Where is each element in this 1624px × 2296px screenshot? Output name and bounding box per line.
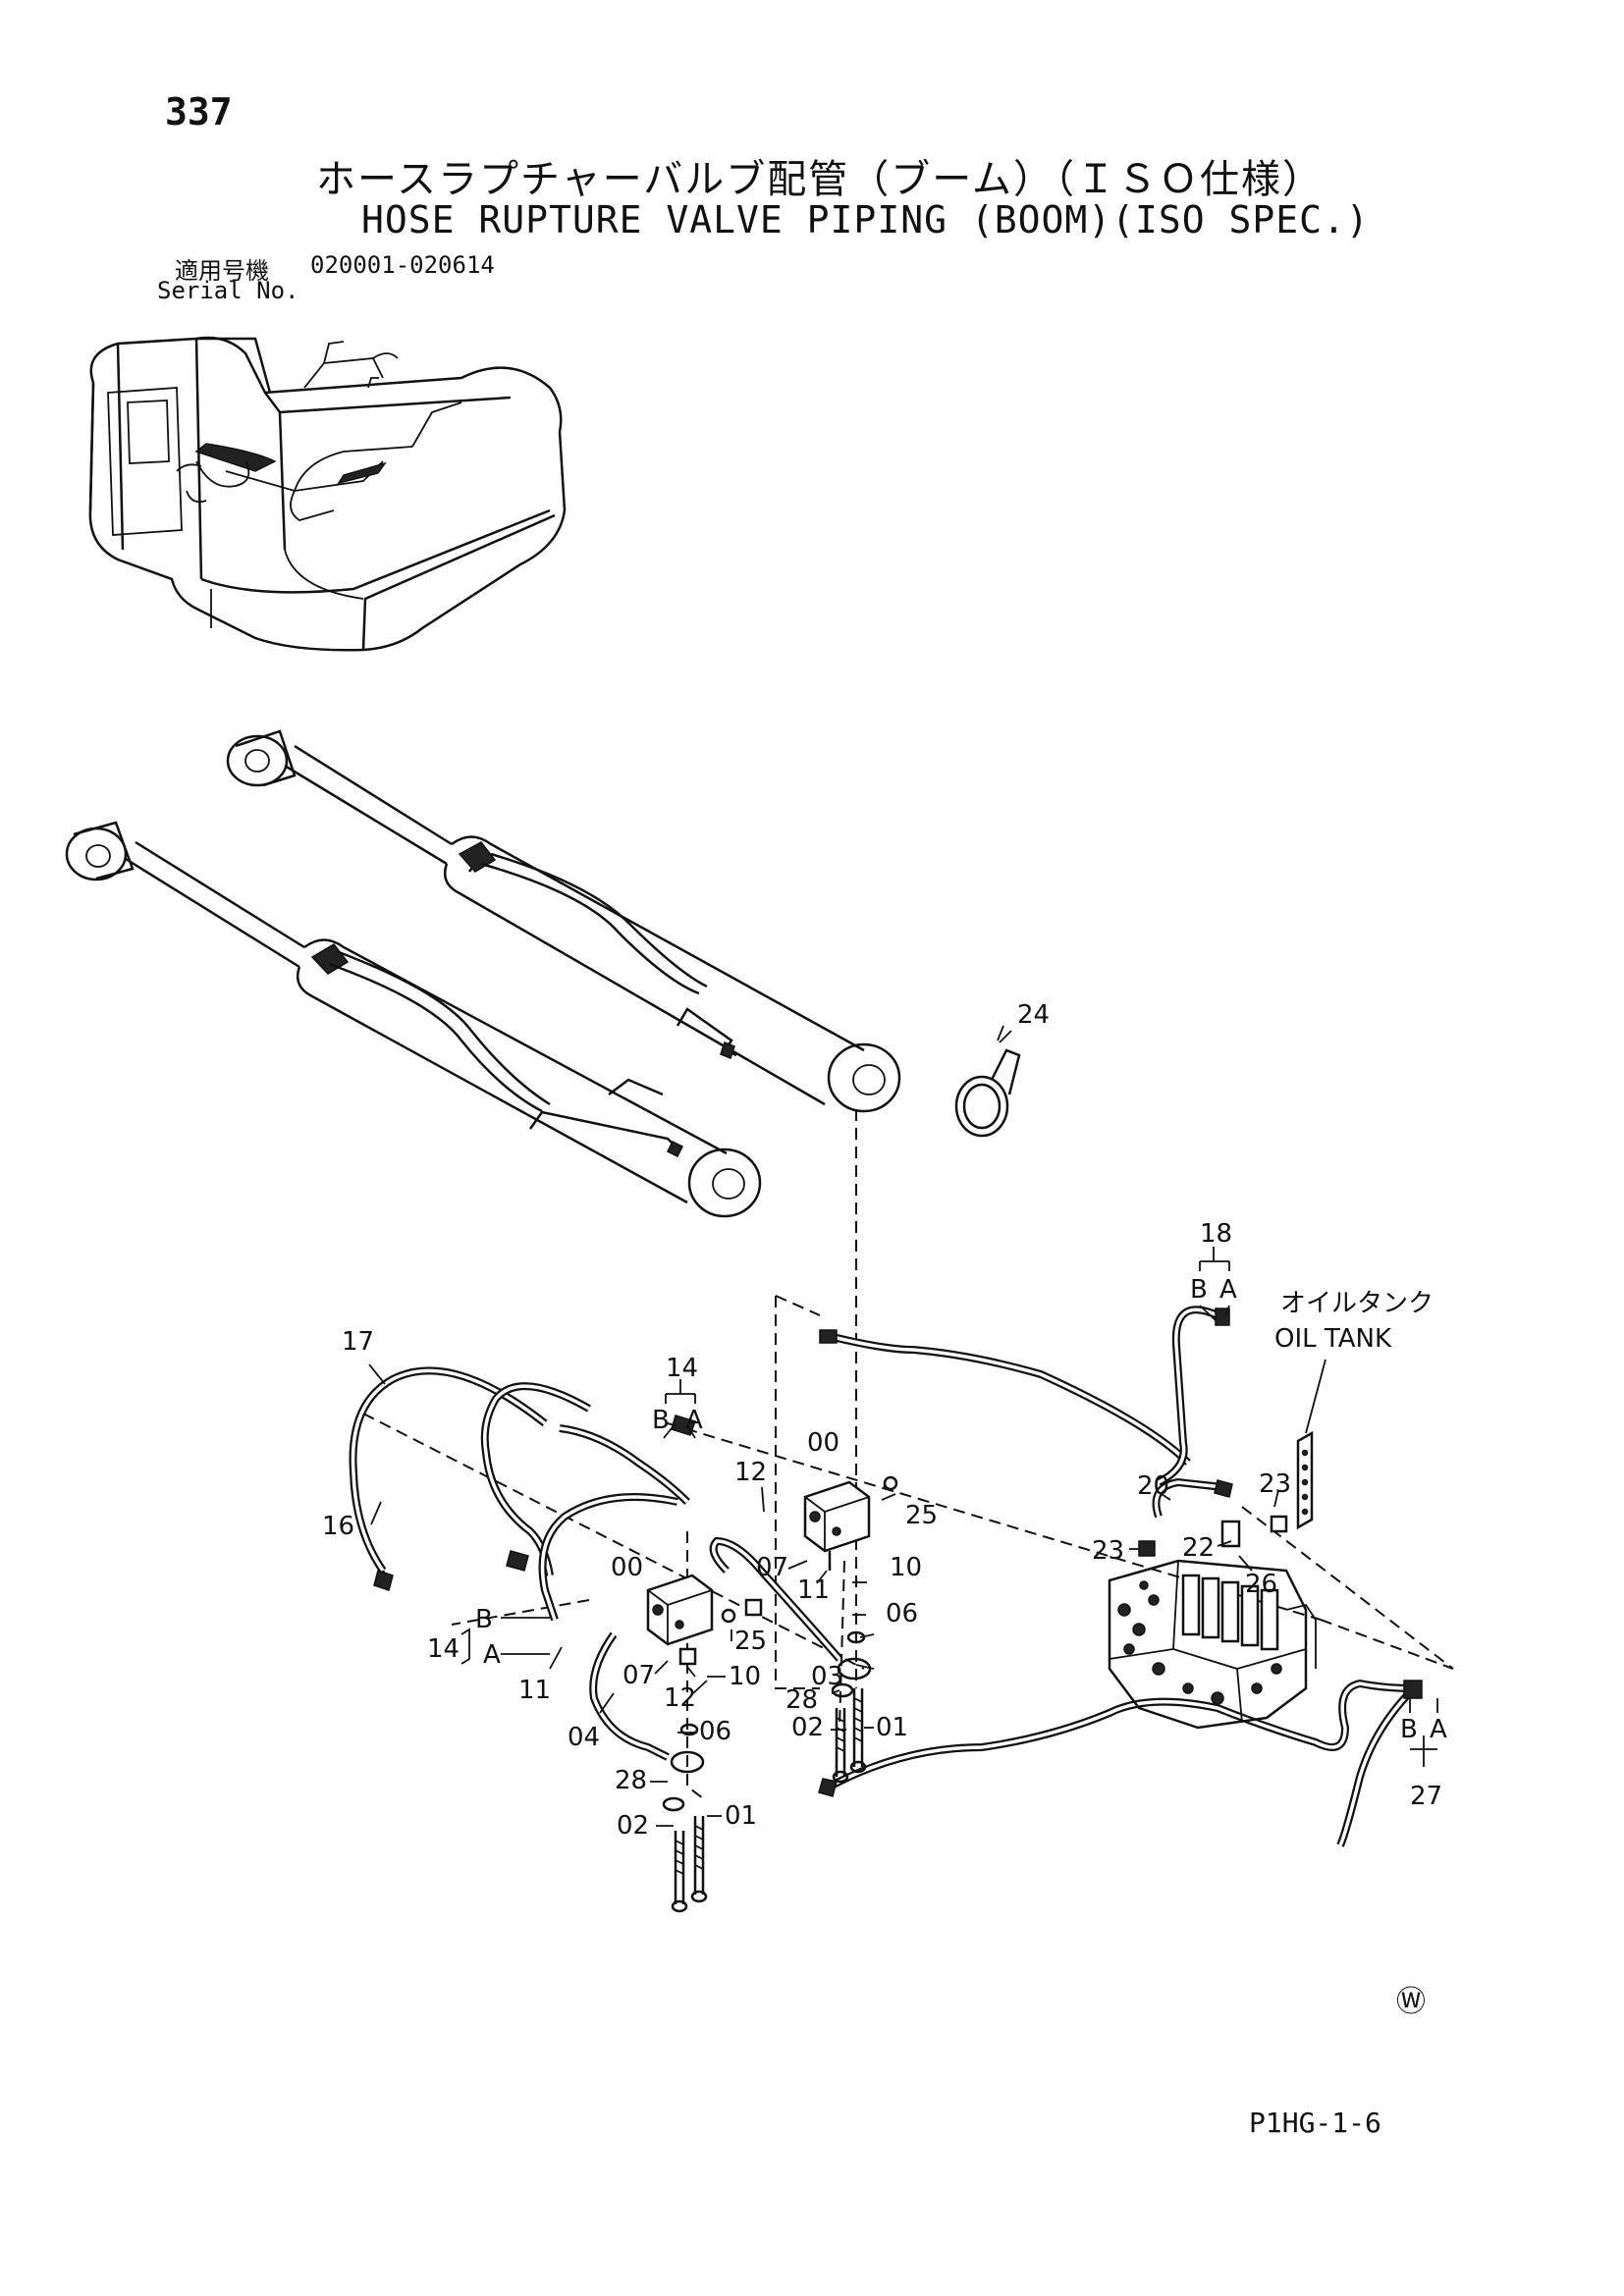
callout-02-top: 02 <box>791 1713 824 1742</box>
callout-11-mid: 11 <box>518 1676 551 1705</box>
callout-14-left-b: B <box>475 1605 493 1634</box>
notes: オイルタンク OIL TANK <box>1274 1289 1434 1354</box>
callout-10-mid: 10 <box>729 1662 761 1691</box>
hoses-drawing <box>349 1306 1417 1847</box>
callout-14-top-a: A <box>685 1406 703 1435</box>
hose-rupture-valves-drawing <box>646 1475 898 1646</box>
callout-18-b: B <box>1190 1275 1208 1305</box>
callout-16: 16 <box>322 1512 354 1541</box>
callout-04: 04 <box>568 1723 600 1752</box>
callout-17: 17 <box>342 1327 374 1357</box>
callout-06-mid: 06 <box>699 1717 731 1746</box>
excavator-upper-structure-drawing <box>88 336 567 652</box>
callout-25-mid: 25 <box>734 1627 767 1656</box>
title-japanese: ホースラプチャーバルブ配管（ブーム）（ＩＳＯ仕様） <box>316 157 1324 202</box>
leader-lines <box>368 1030 1438 1827</box>
title-english: HOSE RUPTURE VALVE PIPING (BOOM)(ISO SPE… <box>361 198 1370 241</box>
footer-mark: Ⓦ <box>1396 1985 1426 2019</box>
callout-02-bot: 02 <box>617 1811 649 1841</box>
callout-14-top-b: B <box>652 1406 670 1435</box>
callout-18: 18 <box>1200 1219 1232 1249</box>
callout-23-right: 23 <box>1259 1469 1291 1499</box>
callout-14-top: 14 <box>666 1354 698 1383</box>
callout-20: 20 <box>1137 1471 1169 1501</box>
oil-tank-bracket-drawing <box>1296 1359 1326 1530</box>
callout-25-top: 25 <box>905 1501 938 1530</box>
callout-00-mid: 00 <box>611 1553 643 1582</box>
callout-28-bot: 28 <box>615 1766 647 1795</box>
callout-12-mid: 12 <box>664 1683 696 1713</box>
callout-01-top: 01 <box>876 1713 908 1742</box>
callout-24: 24 <box>1017 1000 1050 1030</box>
bolts-drawing <box>662 1630 872 1913</box>
callout-18-a: A <box>1219 1275 1237 1305</box>
callout-06-top: 06 <box>886 1599 918 1629</box>
callout-27-a: A <box>1430 1715 1447 1744</box>
callout-27: 27 <box>1410 1782 1442 1811</box>
control-valve-block-drawing <box>1108 1559 1317 1730</box>
callout-27-b: B <box>1400 1715 1418 1744</box>
serial-label-japanese: 適用号機 <box>175 257 269 285</box>
part-24-clamp-drawing <box>954 1025 1021 1138</box>
page-number: 337 <box>165 90 233 133</box>
callout-01-bot: 01 <box>725 1801 757 1831</box>
oil-tank-label-english: OIL TANK <box>1274 1324 1392 1354</box>
fittings-drawing <box>373 1308 1423 1797</box>
boom-cylinders-drawing <box>65 729 901 1218</box>
callout-03: 03 <box>811 1662 843 1691</box>
callout-07-mid: 07 <box>623 1661 655 1690</box>
serial-label-english: Serial No. <box>157 277 299 304</box>
callout-11-top: 11 <box>797 1575 830 1605</box>
callout-28-top: 28 <box>785 1685 818 1715</box>
callout-14-left-a: A <box>483 1640 501 1670</box>
callout-labels: 24 18 B A 17 14 B A 00 12 25 07 10 11 06… <box>322 1000 1447 1841</box>
callout-00-top: 00 <box>807 1428 839 1458</box>
footer-code: P1HG-1-6 <box>1249 2107 1381 2139</box>
callout-10-top: 10 <box>890 1553 922 1582</box>
callout-12-top: 12 <box>734 1458 767 1487</box>
callout-14-left: 14 <box>427 1634 460 1664</box>
serial-range: 020001-020614 <box>310 251 495 279</box>
callout-07-top: 07 <box>756 1553 788 1582</box>
oil-tank-label-japanese: オイルタンク <box>1280 1289 1434 1318</box>
callout-26: 26 <box>1245 1570 1277 1599</box>
callout-23-left: 23 <box>1092 1536 1124 1566</box>
callout-22: 22 <box>1182 1533 1215 1563</box>
